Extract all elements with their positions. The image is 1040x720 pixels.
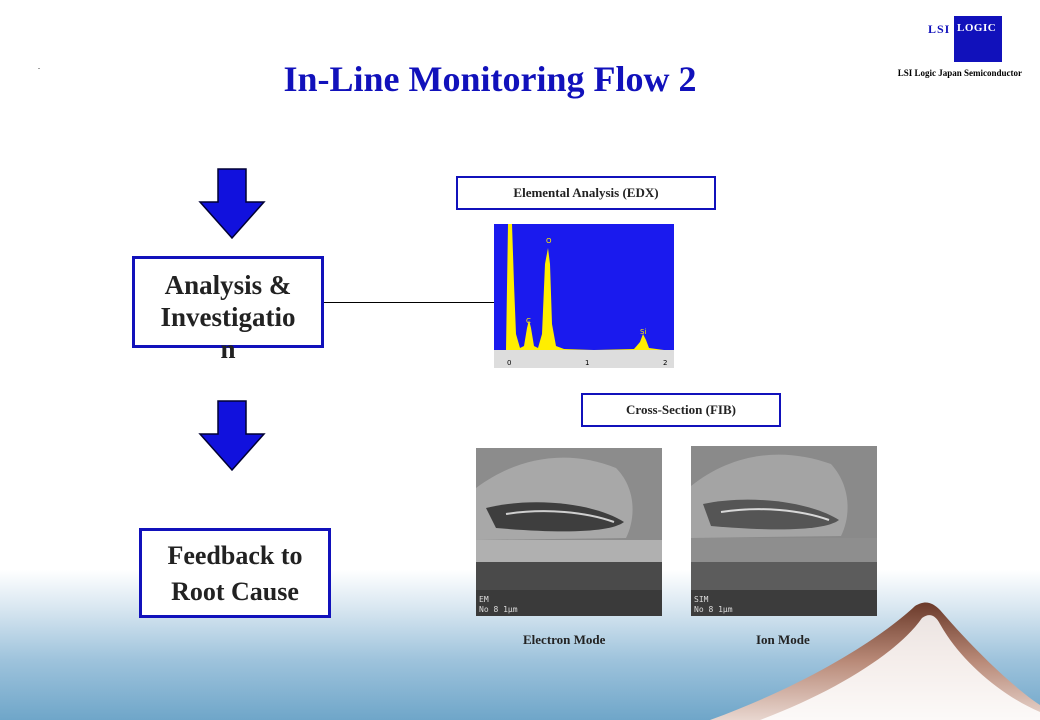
ion-mode-label: Ion Mode	[756, 632, 810, 647]
edx-tick-0: 0	[507, 359, 511, 367]
edx-peak-si: Si	[640, 328, 646, 336]
edx-tick-1: 1	[585, 359, 589, 367]
ion-caption-line-1: SIM	[694, 595, 709, 604]
logo-lsi-text: LSI	[928, 22, 951, 36]
mountain-decoration	[710, 602, 1040, 720]
company-logo: LSI LOGIC LSI Logic Japan Semiconductor	[860, 16, 1022, 82]
analysis-investigation-box: Analysis & Investigatio n	[132, 256, 324, 364]
edx-tick-2: 2	[663, 359, 667, 367]
electron-mode-label: Electron Mode	[523, 632, 606, 647]
down-arrow-icon	[198, 168, 266, 240]
logo-box	[954, 16, 1002, 62]
electron-caption-line-2: No 8 1μm	[479, 605, 518, 614]
edx-peak-c: C	[526, 317, 531, 325]
electron-mode-sem-image: EM No 8 1μm	[476, 448, 662, 616]
connector-line	[324, 302, 496, 303]
edx-label: Elemental Analysis (EDX)	[456, 176, 716, 210]
feedback-line-1: Feedback to	[167, 541, 303, 570]
fib-label: Cross-Section (FIB)	[581, 393, 781, 427]
analysis-line-3: n	[220, 334, 236, 364]
logo-subtitle: LSI Logic Japan Semiconductor	[897, 68, 1022, 78]
electron-caption-line-1: EM	[479, 595, 489, 604]
ion-caption-line-2: No 8 1μm	[694, 605, 733, 614]
edx-spectrum-image: O C Si 0 1 2	[494, 224, 674, 368]
analysis-line-1: Analysis &	[164, 270, 292, 300]
ion-mode-sem-image: SIM No 8 1μm	[691, 446, 877, 616]
feedback-line-2: Root Cause	[171, 577, 299, 606]
analysis-line-2: Investigatio	[160, 302, 296, 332]
down-arrow-icon	[198, 400, 266, 472]
slide-marker: .	[38, 62, 40, 71]
slide-title: In-Line Monitoring Flow 2	[283, 59, 697, 99]
logo-logic-text: LOGIC	[957, 22, 997, 34]
edx-peak-o: O	[546, 237, 552, 245]
feedback-root-cause-box: Feedback to Root Cause	[139, 528, 331, 618]
